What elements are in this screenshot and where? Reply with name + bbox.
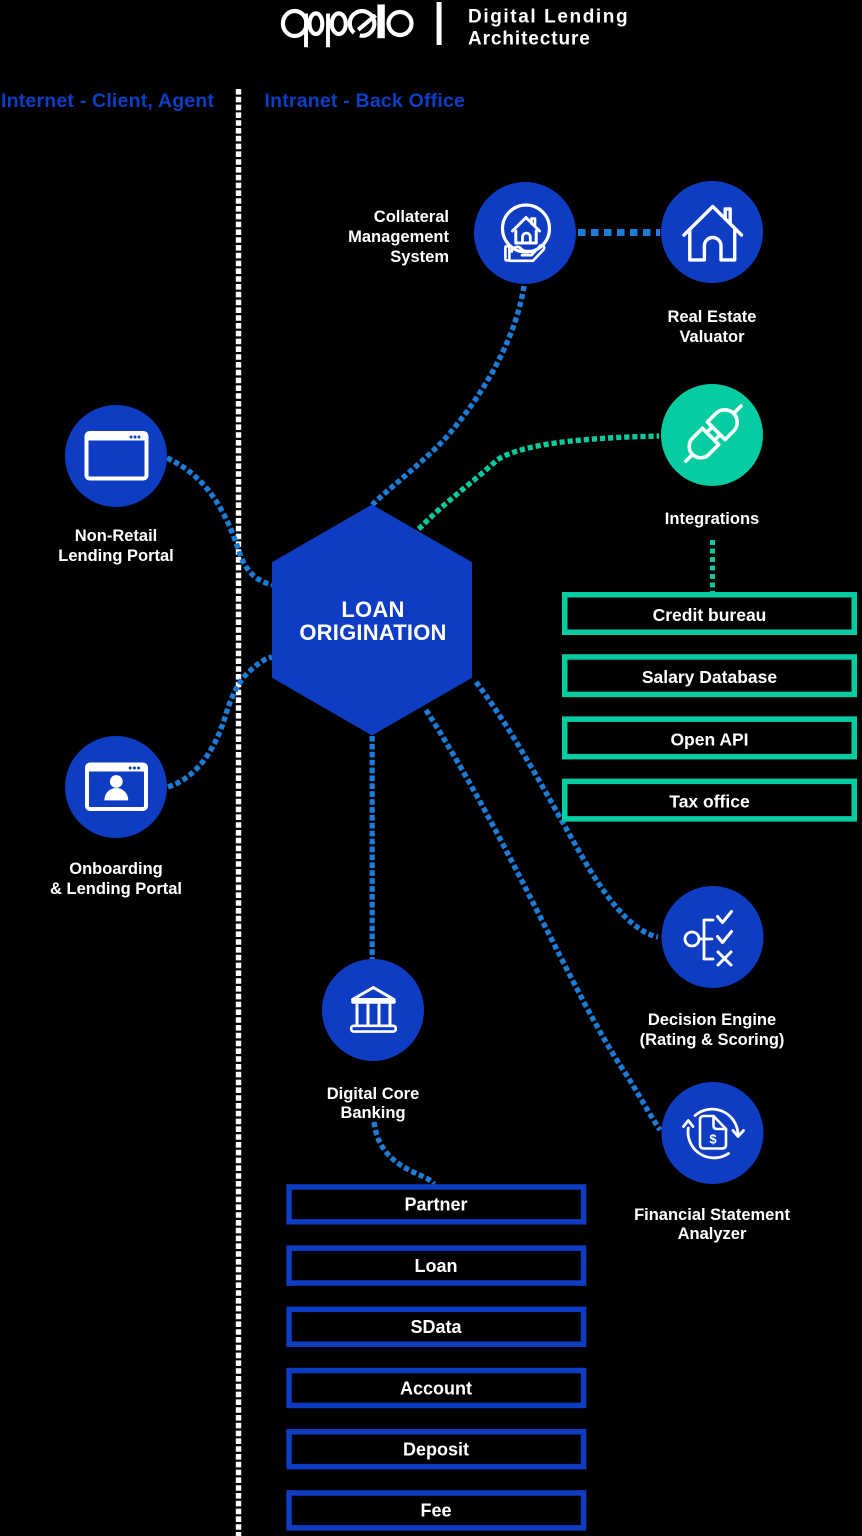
svg-text:SData: SData — [410, 1317, 462, 1337]
svg-text:Open API: Open API — [670, 729, 748, 749]
svg-text:Account: Account — [400, 1378, 472, 1398]
svg-text:$: $ — [709, 1132, 717, 1147]
svg-text:Salary Database: Salary Database — [642, 667, 777, 687]
svg-text:Architecture: Architecture — [468, 29, 591, 50]
svg-text:Digital Lending: Digital Lending — [468, 7, 629, 28]
svg-text:Onboarding: Onboarding — [69, 860, 163, 878]
svg-text:Internet - Client, Agent: Internet - Client, Agent — [1, 90, 214, 112]
svg-text:Valuator: Valuator — [679, 328, 745, 346]
svg-text:Non-Retail: Non-Retail — [75, 527, 158, 545]
svg-text:Tax office: Tax office — [669, 792, 750, 812]
svg-text:LOAN: LOAN — [341, 597, 404, 622]
svg-text:Digital Core: Digital Core — [327, 1085, 420, 1103]
svg-text:Decision Engine: Decision Engine — [648, 1011, 776, 1029]
svg-text:ORIGINATION: ORIGINATION — [299, 620, 446, 645]
svg-text:Partner: Partner — [404, 1195, 467, 1215]
svg-text:Real Estate: Real Estate — [668, 308, 757, 326]
svg-text:Analyzer: Analyzer — [678, 1225, 747, 1243]
svg-text:Banking: Banking — [340, 1104, 405, 1122]
svg-text:Loan: Loan — [415, 1256, 458, 1276]
svg-text:System: System — [390, 248, 449, 266]
svg-text:Lending Portal: Lending Portal — [58, 547, 174, 565]
svg-text:& Lending Portal: & Lending Portal — [50, 880, 182, 898]
svg-text:Financial Statement: Financial Statement — [634, 1206, 790, 1224]
svg-text:Credit bureau: Credit bureau — [653, 605, 767, 625]
svg-text:Fee: Fee — [420, 1501, 451, 1521]
svg-text:Collateral: Collateral — [374, 208, 449, 226]
svg-text:(Rating & Scoring): (Rating & Scoring) — [640, 1031, 785, 1049]
svg-text:Deposit: Deposit — [403, 1440, 469, 1460]
svg-text:Intranet - Back Office: Intranet - Back Office — [265, 90, 466, 112]
svg-text:Integrations: Integrations — [665, 510, 759, 528]
svg-text:Management: Management — [348, 228, 449, 246]
